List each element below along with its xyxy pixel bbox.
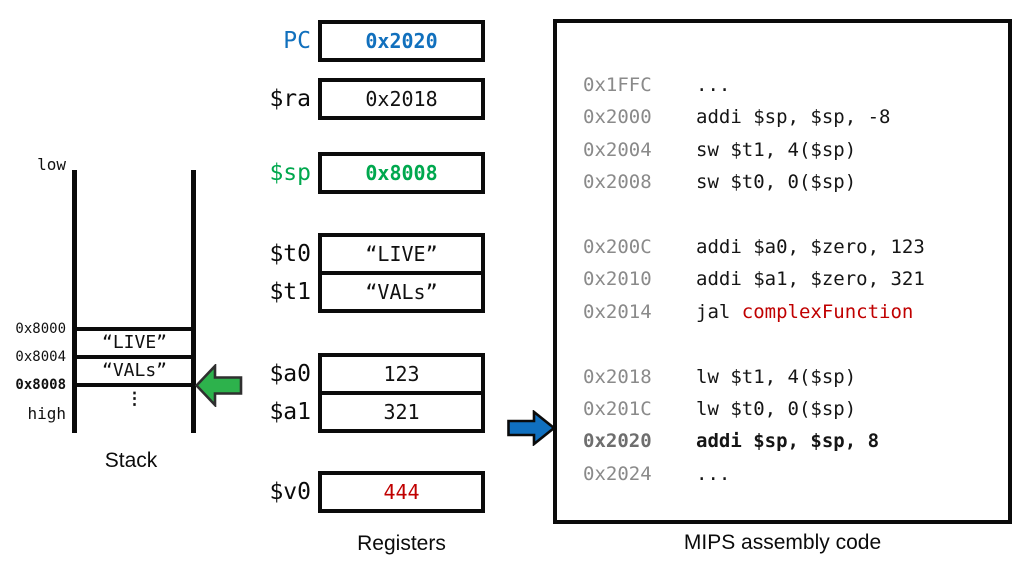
register-row-v0: $v0 444	[245, 471, 485, 513]
register-value-box: 321	[318, 391, 485, 433]
register-label: PC	[283, 28, 311, 54]
stack-address-0x8000: 0x8000	[15, 321, 66, 337]
stack-ellipsis: ⋮	[126, 389, 143, 409]
code-blank-line	[583, 328, 1008, 360]
blue-right-arrow-icon	[507, 410, 556, 446]
code-address: 0x2004	[583, 138, 652, 161]
code-address: 0x2000	[583, 106, 652, 129]
register-value-box: 444	[318, 471, 485, 513]
register-label: $v0	[269, 479, 311, 505]
register-row-PC: PC 0x2020	[245, 20, 485, 62]
code-line-0x2024: 0x2024...	[583, 458, 1008, 490]
code-address: 0x2014	[583, 300, 652, 323]
code-token: addi $sp, $sp, -8	[696, 106, 891, 129]
code-address: 0x1FFC	[583, 74, 652, 96]
register-value: 0x2018	[365, 87, 438, 111]
register-row-a0: $a0 123	[245, 353, 485, 395]
register-value-box: “VALs”	[318, 271, 485, 313]
stack-left-wall	[72, 170, 77, 433]
register-value: 0x2020	[365, 29, 438, 53]
stack-caption: Stack	[104, 449, 158, 472]
code-token: sw $t0, 0($sp)	[696, 171, 857, 194]
register-group-t: $t0 “LIVE” $t1 “VALs”	[245, 233, 485, 313]
register-value: 123	[383, 362, 420, 386]
register-value-box: 123	[318, 353, 485, 395]
code-token: lw $t1, 4($sp)	[696, 365, 857, 388]
register-group-v: $v0 444	[245, 471, 485, 513]
register-value-box: 0x8008	[318, 152, 485, 194]
code-address: 0x201C	[583, 398, 652, 421]
register-group-a: $a0 123 $a1 321	[245, 353, 485, 433]
code-token: ...	[696, 462, 731, 485]
code-token-red: complexFunction	[741, 300, 914, 323]
code-line-0x2004: 0x2004 sw $t1, 4($sp)	[583, 134, 1008, 166]
register-value: 0x8008	[365, 161, 438, 185]
register-row-a1: $a1 321	[245, 391, 485, 433]
stack-address-0x8008: 0x8008	[15, 377, 66, 393]
stack-cell-vals: “VALs”	[101, 360, 168, 381]
register-row-sp: $sp 0x8008	[245, 152, 485, 194]
code-address: 0x2018	[583, 365, 652, 388]
register-group-ra: $ra 0x2018	[245, 78, 485, 120]
code-address: 0x2020	[583, 430, 652, 453]
code-address: 0x2024	[583, 462, 652, 485]
code-address: 0x2008	[583, 171, 652, 194]
register-row-t0: $t0 “LIVE”	[245, 233, 485, 275]
register-label: $t1	[269, 279, 311, 305]
register-value: 321	[383, 400, 420, 424]
code-line-0x201C: 0x201C lw $t0, 0($sp)	[583, 393, 1008, 425]
code-line-0x2008: 0x2008 sw $t0, 0($sp)	[583, 166, 1008, 198]
register-group-sp: $sp 0x8008	[245, 152, 485, 194]
register-group-pc: PC 0x2020	[245, 20, 485, 62]
assembly-code-box: 0x1FFC... 0x2000 addi $sp, $sp, -8 0x2004 sw…	[553, 19, 1012, 524]
code-blank-line	[583, 199, 1008, 231]
register-label: $a0	[269, 361, 311, 387]
stack-low-label: low	[37, 155, 66, 174]
register-label: $t0	[269, 241, 311, 267]
stack-cell-live: “LIVE”	[101, 332, 168, 353]
stack-line-0x8004	[72, 355, 196, 359]
code-line-0x200C: 0x200C addi $a0, $zero, 123	[583, 231, 1008, 263]
code-address: 0x2010	[583, 268, 652, 291]
code-line-0x2010: 0x2010 addi $a1, $zero, 321	[583, 263, 1008, 295]
code-address: 0x200C	[583, 236, 652, 259]
registers-caption: Registers	[357, 532, 446, 555]
stack-line-0x8000	[72, 327, 196, 331]
assembly-caption: MIPS assembly code	[683, 531, 882, 554]
stack-line-0x8008	[72, 383, 196, 387]
register-value-box: 0x2020	[318, 20, 485, 62]
register-row-ra: $ra 0x2018	[245, 78, 485, 120]
register-value: 444	[383, 480, 420, 504]
registers-panel: PC 0x2020 $ra 0x2018 $sp 0x8008 $t0 “LIVE” $t1 “V…	[245, 0, 485, 572]
code-line-0x2020: 0x2020 addi $sp, $sp, 8	[583, 425, 1008, 457]
code-token: lw $t0, 0($sp)	[696, 398, 857, 421]
register-label: $ra	[269, 86, 311, 112]
green-left-arrow-icon	[195, 364, 243, 407]
code-token: addi $sp, $sp, 8	[696, 430, 880, 453]
code-line-0x2000: 0x2000 addi $sp, $sp, -8	[583, 101, 1008, 133]
register-value-box: 0x2018	[318, 78, 485, 120]
code-token: addi $a1, $zero, 321	[696, 268, 925, 291]
register-label: $sp	[269, 160, 311, 186]
register-value: “LIVE”	[365, 242, 438, 266]
code-lines: 0x1FFC... 0x2000 addi $sp, $sp, -8 0x2004 sw…	[583, 69, 1008, 490]
code-token: sw $t1, 4($sp)	[696, 138, 857, 161]
code-line-0x2014: 0x2014 jal complexFunction	[583, 296, 1008, 328]
code-line-0x2018: 0x2018 lw $t1, 4($sp)	[583, 361, 1008, 393]
code-token: addi $a0, $zero, 123	[696, 236, 925, 259]
stack-high-label: high	[27, 404, 66, 423]
register-label: $a1	[269, 399, 311, 425]
stack-right-wall	[191, 170, 196, 433]
stack-address-0x8004: 0x8004	[15, 349, 66, 365]
register-value: “VALs”	[365, 280, 438, 304]
code-line-0x1FFC: 0x1FFC...	[583, 69, 1008, 101]
code-token: jal	[696, 300, 742, 323]
register-row-t1: $t1 “VALs”	[245, 271, 485, 313]
register-value-box: “LIVE”	[318, 233, 485, 275]
code-token: ...	[696, 74, 731, 96]
